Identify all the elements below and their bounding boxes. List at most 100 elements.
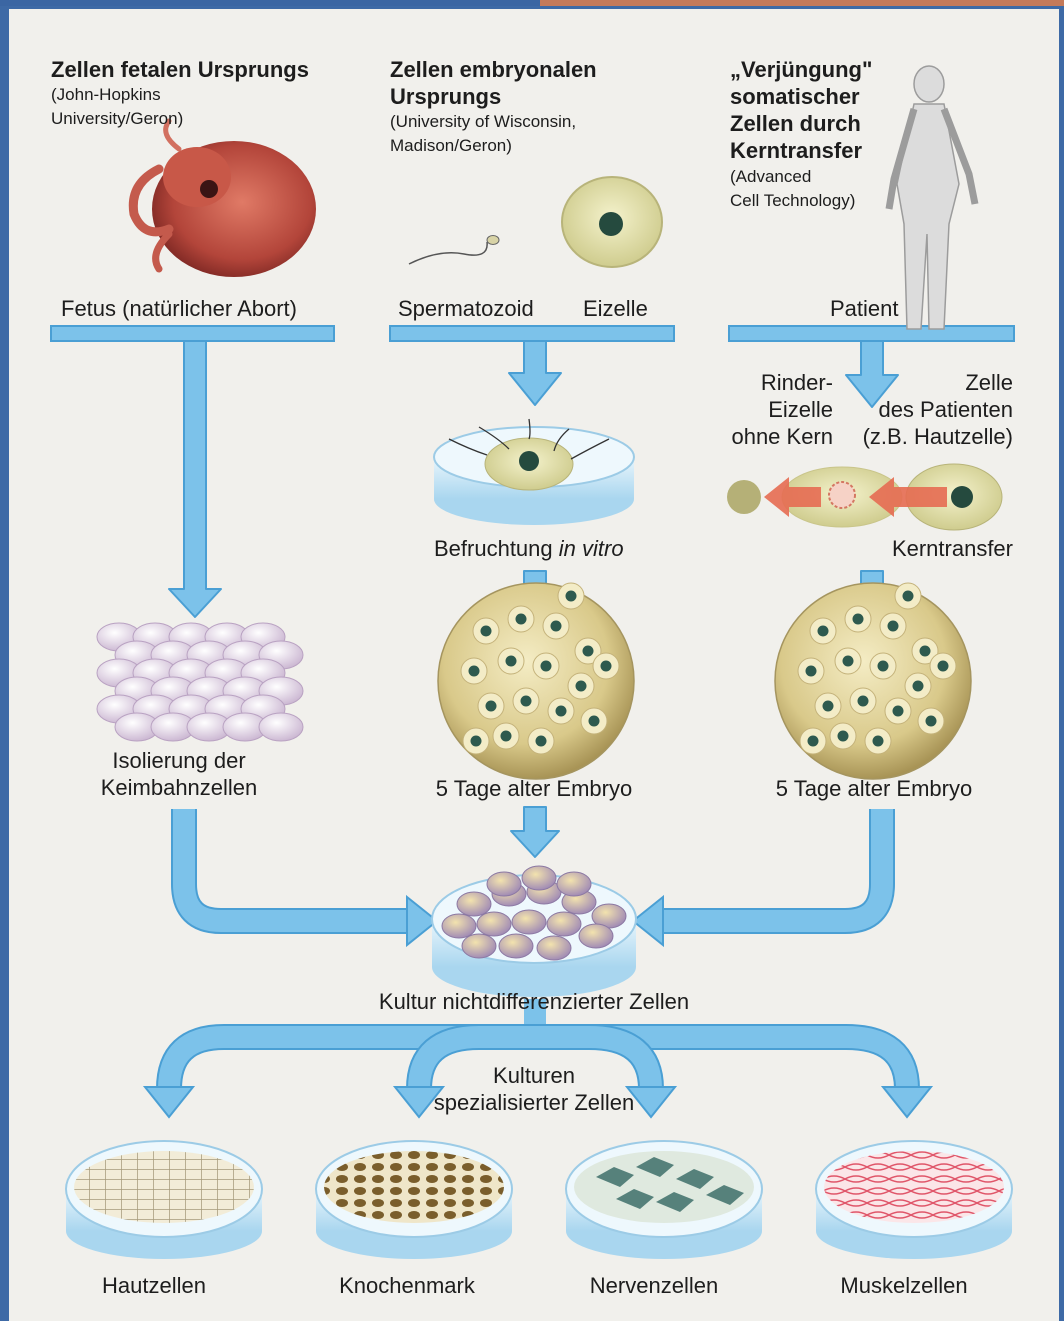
patient-bar-label: Patient: [830, 295, 899, 322]
fetus-bar-label: Fetus (natürlicher Abort): [61, 295, 297, 322]
embryo-nucleus: [920, 646, 931, 657]
culture-cell: [522, 866, 556, 890]
embryo-nucleus: [551, 621, 562, 632]
specialized-label-line2: spezialisierter Zellen: [409, 1089, 659, 1116]
embryo-nucleus: [843, 656, 854, 667]
specialized-culture-dishes: [66, 1141, 1012, 1259]
arrow-germ-to-culture: [184, 809, 409, 921]
transfer-source-title-line4: Kerntransfer: [730, 137, 862, 164]
embryo-nucleus: [808, 736, 819, 747]
embryo-icon: [438, 583, 634, 779]
embryo-nucleus: [838, 731, 849, 742]
embryo-nucleus: [501, 731, 512, 742]
culture-cell: [557, 872, 591, 896]
embryo-nucleus: [903, 591, 914, 602]
embryo-nucleus: [823, 701, 834, 712]
patient-figure: [889, 66, 975, 329]
germ-cell-cluster: [97, 623, 303, 741]
fertilization-label-em: in vitro: [559, 536, 624, 561]
bovine-egg-label-line1: Rinder-: [709, 369, 833, 396]
output-label-bone-marrow: Knochenmark: [317, 1272, 497, 1299]
embryo-nucleus: [486, 701, 497, 712]
fertilization-dish-icon: [434, 419, 634, 525]
sperm-icon: [409, 236, 499, 265]
transfer-source-org-line2: Cell Technology): [730, 189, 855, 213]
embryo-nucleus: [818, 626, 829, 637]
embryo-nucleus: [516, 614, 527, 625]
embryo-nucleus: [556, 706, 567, 717]
embryo-nucleus: [858, 696, 869, 707]
embryo-nucleus: [938, 661, 949, 672]
embryo-nucleus: [536, 736, 547, 747]
arrow-embryo-to-culture: [661, 809, 882, 921]
embryo-nucleus: [873, 736, 884, 747]
embryonic-source-title-line2: Ursprungs: [390, 83, 501, 110]
embryo-nucleus: [566, 591, 577, 602]
bovine-egg-label-line2: Eizelle: [709, 396, 833, 423]
embryo-nucleus: [471, 736, 482, 747]
embryo-icon: [775, 583, 971, 779]
arrow-gametes-to-dish: [509, 341, 561, 405]
germ-cells-label-line2: Keimbahnzellen: [79, 774, 279, 801]
nuclear-transfer-illustration: [727, 464, 1002, 530]
nuclear-transfer-label: Kerntransfer: [829, 535, 1013, 562]
fetal-source-org-line2: University/Geron): [51, 107, 183, 131]
fetus-illustration: [133, 121, 316, 277]
culture-cell: [579, 924, 613, 948]
culture-cell: [462, 934, 496, 958]
culture-cell: [487, 872, 521, 896]
source-bar-0: [51, 326, 334, 341]
bovine-egg-label-line3: ohne Kern: [709, 423, 833, 450]
patient-cell-label-line2: des Patienten: [859, 396, 1013, 423]
diagram-canvas: Zellen fetalen Ursprungs (John-Hopkins U…: [9, 9, 1059, 1321]
arrow-fetus-to-germ: [169, 341, 221, 617]
undifferentiated-culture-dish: [432, 866, 636, 997]
embryo-nucleus: [541, 661, 552, 672]
culture-cell: [442, 914, 476, 938]
source-bar-2: [729, 326, 1014, 341]
flow-diagram: [9, 9, 1059, 1321]
culture-cell: [477, 912, 511, 936]
embryo-nucleus: [576, 681, 587, 692]
egg-bar-label: Eizelle: [583, 295, 648, 322]
embryo-nucleus: [601, 661, 612, 672]
culture-label: Kultur nichtdifferenzierter Zellen: [349, 988, 719, 1015]
patient-cell-label-line1: Zelle: [859, 369, 1013, 396]
embryo-nucleus: [481, 626, 492, 637]
embryo-nucleus: [806, 666, 817, 677]
culture-cell: [499, 934, 533, 958]
arrow-embryo-to-culture: [511, 807, 559, 857]
transfer-source-title-line1: „Verjüngung": [730, 56, 872, 83]
output-label-nerve: Nervenzellen: [564, 1272, 744, 1299]
embryo-right-label: 5 Tage alter Embryo: [754, 775, 994, 802]
germ-cell: [259, 713, 303, 741]
fertilization-label: Befruchtung in vitro: [434, 535, 624, 562]
sperm-bar-label: Spermatozoid: [398, 295, 534, 322]
embryo-nucleus: [506, 656, 517, 667]
output-label-skin: Hautzellen: [64, 1272, 244, 1299]
patient-cell-label-line3: (z.B. Hautzelle): [859, 423, 1013, 450]
fetal-source-org-line1: (John-Hopkins: [51, 83, 161, 107]
fertilization-label-text: Befruchtung: [434, 536, 553, 561]
embryonic-source-org-line2: Madison/Geron): [390, 134, 512, 158]
embryo-nucleus: [888, 621, 899, 632]
germ-cells-label-line1: Isolierung der: [79, 747, 279, 774]
embryo-nucleus: [913, 681, 924, 692]
embryo-nucleus: [589, 716, 600, 727]
culture-cell: [512, 910, 546, 934]
egg-cell-icon: [562, 177, 662, 267]
embryo-nucleus: [878, 661, 889, 672]
transfer-source-title-line2: somatischer: [730, 83, 860, 110]
embryonic-source-org-line1: (University of Wisconsin,: [390, 110, 576, 134]
specialized-label-line1: Kulturen: [409, 1062, 659, 1089]
embryo-nucleus: [469, 666, 480, 677]
culture-cell: [537, 936, 571, 960]
fetal-source-title: Zellen fetalen Ursprungs: [51, 56, 309, 83]
source-bars: [51, 326, 1014, 341]
output-label-muscle: Muskelzellen: [814, 1272, 994, 1299]
embryo-nucleus: [926, 716, 937, 727]
embryo-nucleus: [521, 696, 532, 707]
embryo-mid-label: 5 Tage alter Embryo: [414, 775, 654, 802]
arrow-head-skin: [145, 1087, 193, 1117]
embryo-nucleus: [893, 706, 904, 717]
